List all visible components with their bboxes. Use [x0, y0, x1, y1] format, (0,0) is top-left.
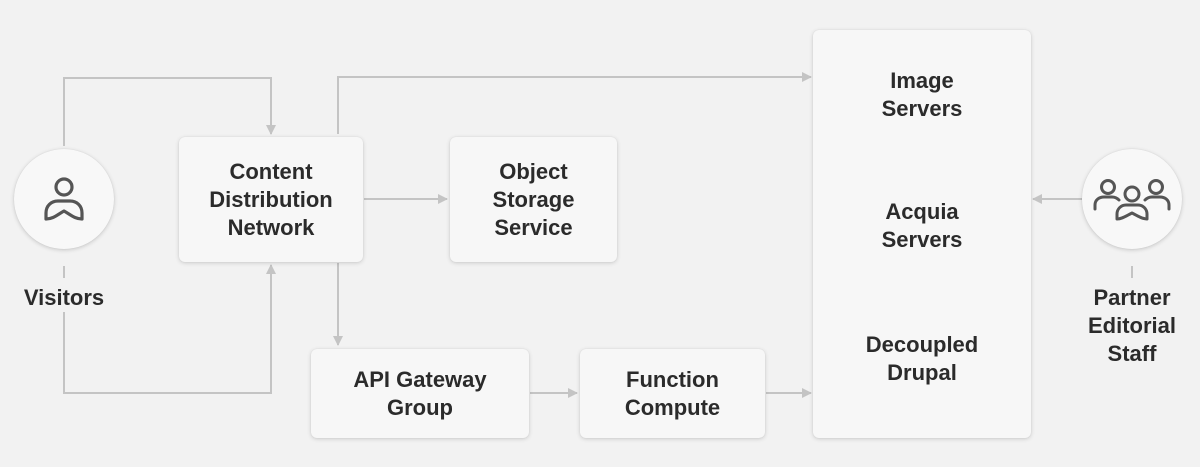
partner-staff-label: Partner Editorial Staff [1087, 285, 1176, 366]
person-icon [44, 177, 84, 221]
acquia-servers-label: Acquia Servers [881, 199, 963, 252]
group-icon [1093, 179, 1171, 221]
function-compute-box: Function Compute [580, 349, 765, 438]
servers-box [813, 30, 1031, 438]
visitors-label: Visitors [23, 285, 105, 310]
cdn-box: Content Distribution Network [179, 137, 363, 262]
image-servers-label: Image Servers [881, 68, 963, 121]
visitors-to-cdn-top-connector [63, 77, 276, 146]
partner-staff-node [1082, 149, 1182, 249]
oss-box: Object Storage Service [450, 137, 617, 262]
visitors-to-cdn-bottom-connector [63, 264, 276, 394]
api-gateway-box: API Gateway Group [311, 349, 529, 438]
cdn-to-image-servers-connector [337, 72, 812, 134]
decoupled-drupal-label: Decoupled Drupal [865, 332, 979, 385]
visitors-node [14, 149, 114, 249]
